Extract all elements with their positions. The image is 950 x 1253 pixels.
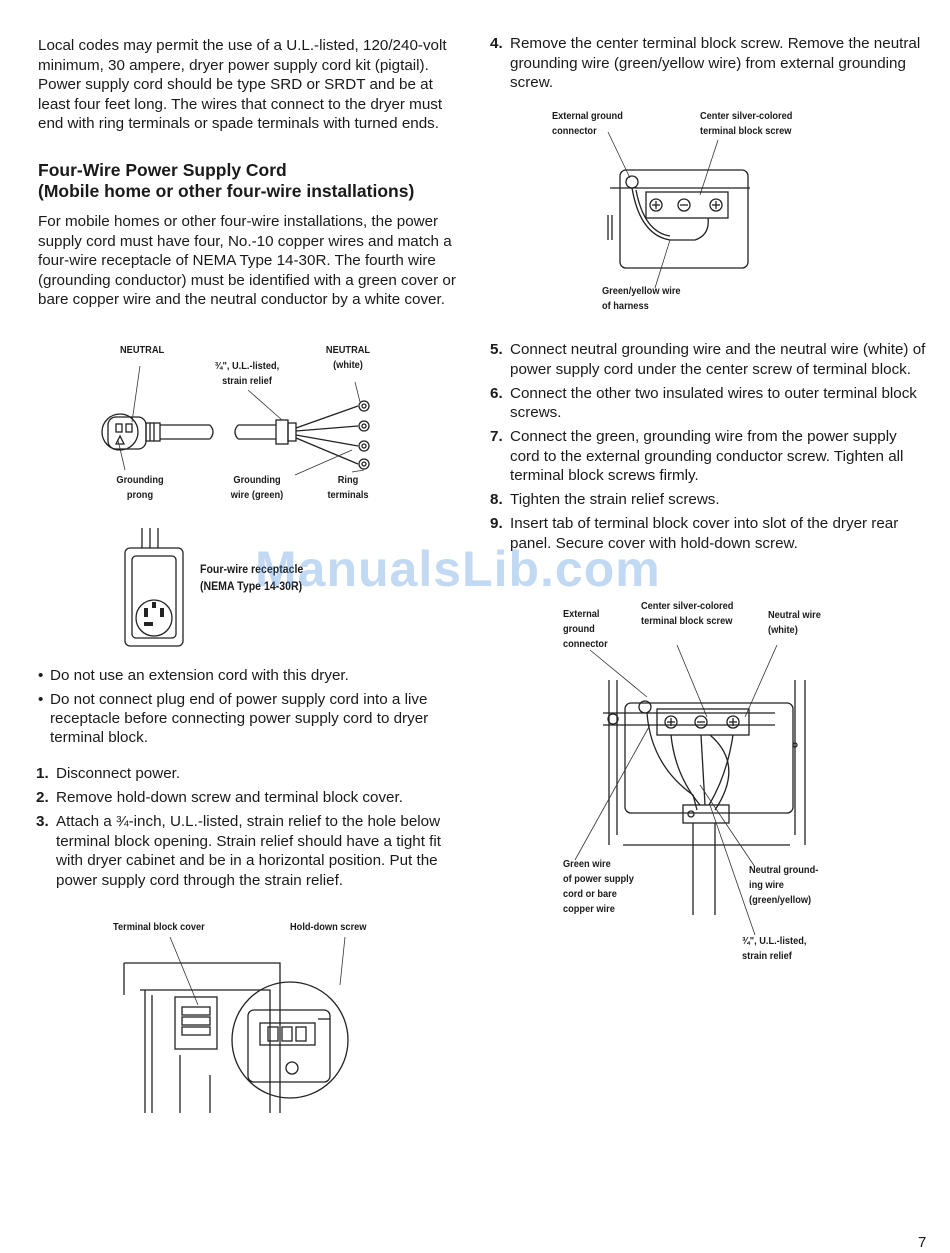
strain-relief-right-line1: ¾", U.L.-listed,: [742, 935, 807, 947]
green-yellow-wire-label: Green/yellow wire of harness: [602, 284, 681, 314]
neutral-ground-line1: Neutral ground-: [749, 864, 819, 876]
wiring-illustration: [574, 644, 806, 936]
strain-relief-label-right: ¾", U.L.-listed, strain relief: [742, 934, 806, 964]
step-item: 2. Remove hold-down screw and terminal bl…: [36, 788, 466, 808]
neutral-ground-line3: (green/yellow): [749, 894, 812, 906]
green-yellow-label-line2: of harness: [602, 300, 649, 312]
center-screw-label-line2: terminal block screw: [700, 125, 792, 137]
ext-ground-line1: External: [563, 608, 600, 620]
bullet-item: Do not connect plug end of power supply …: [38, 690, 468, 747]
ext-ground-line3: connector: [563, 638, 608, 650]
hold-down-screw-label: Hold-down screw: [290, 921, 367, 933]
plug-drawing: [101, 413, 214, 451]
step-item: 3. Attach a ¾-inch, U.L.-listed, strain r…: [36, 812, 466, 890]
neutral-wire-line2: (white): [768, 624, 798, 636]
receptacle-label-line2: (NEMA Type 14-30R): [200, 579, 303, 593]
center-screw-line1: Center silver-colored: [641, 600, 734, 612]
neutral-grounding-wire-label: Neutral ground- ing wire (green/yellow): [749, 863, 818, 908]
step-number: 3.: [36, 813, 49, 830]
receptacle-label: Four-wire receptacle (NEMA Type 14-30R): [200, 561, 303, 595]
section-heading-line1: Four-Wire Power Supply Cord: [38, 160, 287, 180]
cord-end-drawing: [234, 400, 370, 470]
step-item: 9. Insert tab of terminal block cover int…: [490, 514, 930, 553]
receptacle-label-line1: Four-wire receptacle: [200, 562, 304, 576]
cover-illustration: [123, 936, 349, 1113]
green-wire-line3: cord or bare: [563, 888, 617, 900]
steps-right-a: 4. Remove the center terminal block screw…: [490, 34, 930, 97]
step-number: 1.: [36, 765, 49, 782]
step-number: 7.: [490, 428, 503, 445]
step-text: Disconnect power.: [56, 765, 181, 782]
step-item: 5. Connect neutral grounding wire and the…: [490, 340, 930, 379]
grounding-prong-label: Grounding prong: [105, 473, 175, 503]
neutral-right-label-line1: NEUTRAL: [325, 344, 371, 356]
external-ground-label: External ground connector: [552, 109, 623, 139]
neutral-wire-line1: Neutral wire: [768, 609, 821, 621]
steps-left: 1. Disconnect power. 2. Remove hold-down s…: [36, 764, 466, 895]
grounding-wire-label-line2: wire (green): [230, 489, 284, 501]
step-text: Connect neutral grounding wire and the n…: [510, 341, 926, 378]
center-screw-label: Center silver-colored terminal block scr…: [700, 109, 792, 139]
green-yellow-label-line1: Green/yellow wire: [602, 285, 681, 297]
neutral-right-label: NEUTRAL (white): [313, 343, 383, 373]
intro-paragraph: Local codes may permit the use of a U.L.…: [38, 37, 447, 132]
step-text: Connect the green, grounding wire from t…: [510, 428, 904, 484]
section-paragraph: For mobile homes or other four-wire inst…: [38, 213, 456, 308]
strain-relief-label-line2: strain relief: [222, 375, 272, 387]
steps-right-b: 5. Connect neutral grounding wire and the…: [490, 340, 930, 558]
grounding-prong-label-line2: prong: [126, 489, 154, 501]
step-number: 6.: [490, 384, 503, 402]
step-text: Attach a ¾-inch, U.L.-listed, strain rel…: [56, 813, 441, 889]
green-wire-line1: Green wire: [563, 858, 611, 870]
bullet-item: Do not use an extension cord with this d…: [38, 666, 468, 685]
section-heading-line2: (Mobile home or other four-wire installa…: [38, 181, 415, 201]
step-text: Remove the center terminal block screw. …: [510, 35, 921, 91]
step-item: 4. Remove the center terminal block screw…: [490, 34, 930, 93]
step-item: 1. Disconnect power.: [36, 764, 466, 784]
ring-terminals-label-line1: Ring: [337, 474, 359, 486]
watermark: ManualsLib.com: [255, 541, 661, 597]
neutral-left-label: NEUTRAL: [120, 344, 165, 356]
step-item: 6. Connect the other two insulated wires …: [490, 384, 930, 423]
green-wire-line2: of power supply: [563, 873, 634, 885]
step-number: 5.: [490, 341, 503, 358]
neutral-right-label-line2: (white): [333, 359, 363, 371]
step-number: 9.: [490, 515, 503, 532]
cord-illustration: [101, 365, 370, 476]
ring-terminals-label: Ring terminals: [316, 473, 379, 503]
warning-bullets: Do not use an extension cord with this d…: [38, 666, 468, 752]
page-number: 7: [918, 1234, 927, 1251]
step-number: 8.: [490, 491, 503, 508]
grounding-wire-label: Grounding wire (green): [217, 473, 296, 503]
step-text: Tighten the strain relief screws.: [510, 491, 720, 508]
external-ground-connector-label: External ground connector: [563, 607, 608, 652]
strain-relief-right-line2: strain relief: [742, 950, 792, 962]
ext-ground-line2: ground: [563, 623, 595, 635]
green-wire-label: Green wire of power supply cord or bare …: [563, 857, 634, 917]
grounding-prong-label-line1: Grounding: [116, 474, 164, 486]
grounding-wire-label-line1: Grounding: [233, 474, 281, 486]
step-text: Remove hold-down screw and terminal bloc…: [56, 789, 403, 806]
step-number: 2.: [36, 789, 49, 806]
strain-relief-label: ¾", U.L.-listed, strain relief: [199, 359, 296, 389]
ring-terminals-label-line2: terminals: [327, 489, 369, 501]
step-text: Connect the other two insulated wires to…: [510, 384, 917, 422]
neutral-wire-label: Neutral wire (white): [768, 608, 821, 638]
center-screw-line2: terminal block screw: [641, 615, 733, 627]
step-item: 8. Tighten the strain relief screws.: [490, 490, 930, 510]
section-heading: Four-Wire Power Supply Cord (Mobile home…: [38, 160, 478, 202]
terminal-block-cover-label: Terminal block cover: [113, 921, 205, 933]
green-wire-line4: copper wire: [563, 903, 615, 915]
step-text: Insert tab of terminal block cover into …: [510, 515, 899, 552]
external-ground-label-line1: External ground: [552, 110, 623, 122]
center-terminal-screw-label: Center silver-colored terminal block scr…: [641, 599, 733, 629]
step-item: 7. Connect the green, grounding wire from…: [490, 427, 930, 486]
neutral-ground-line2: ing wire: [749, 879, 784, 891]
step-number: 4.: [490, 35, 503, 52]
strain-relief-label-line1: ¾", U.L.-listed,: [214, 360, 280, 372]
receptacle-illustration: [124, 528, 184, 647]
terminal-block-illustration: [607, 131, 750, 289]
center-screw-label-line1: Center silver-colored: [700, 110, 793, 122]
external-ground-label-line2: connector: [552, 125, 597, 137]
